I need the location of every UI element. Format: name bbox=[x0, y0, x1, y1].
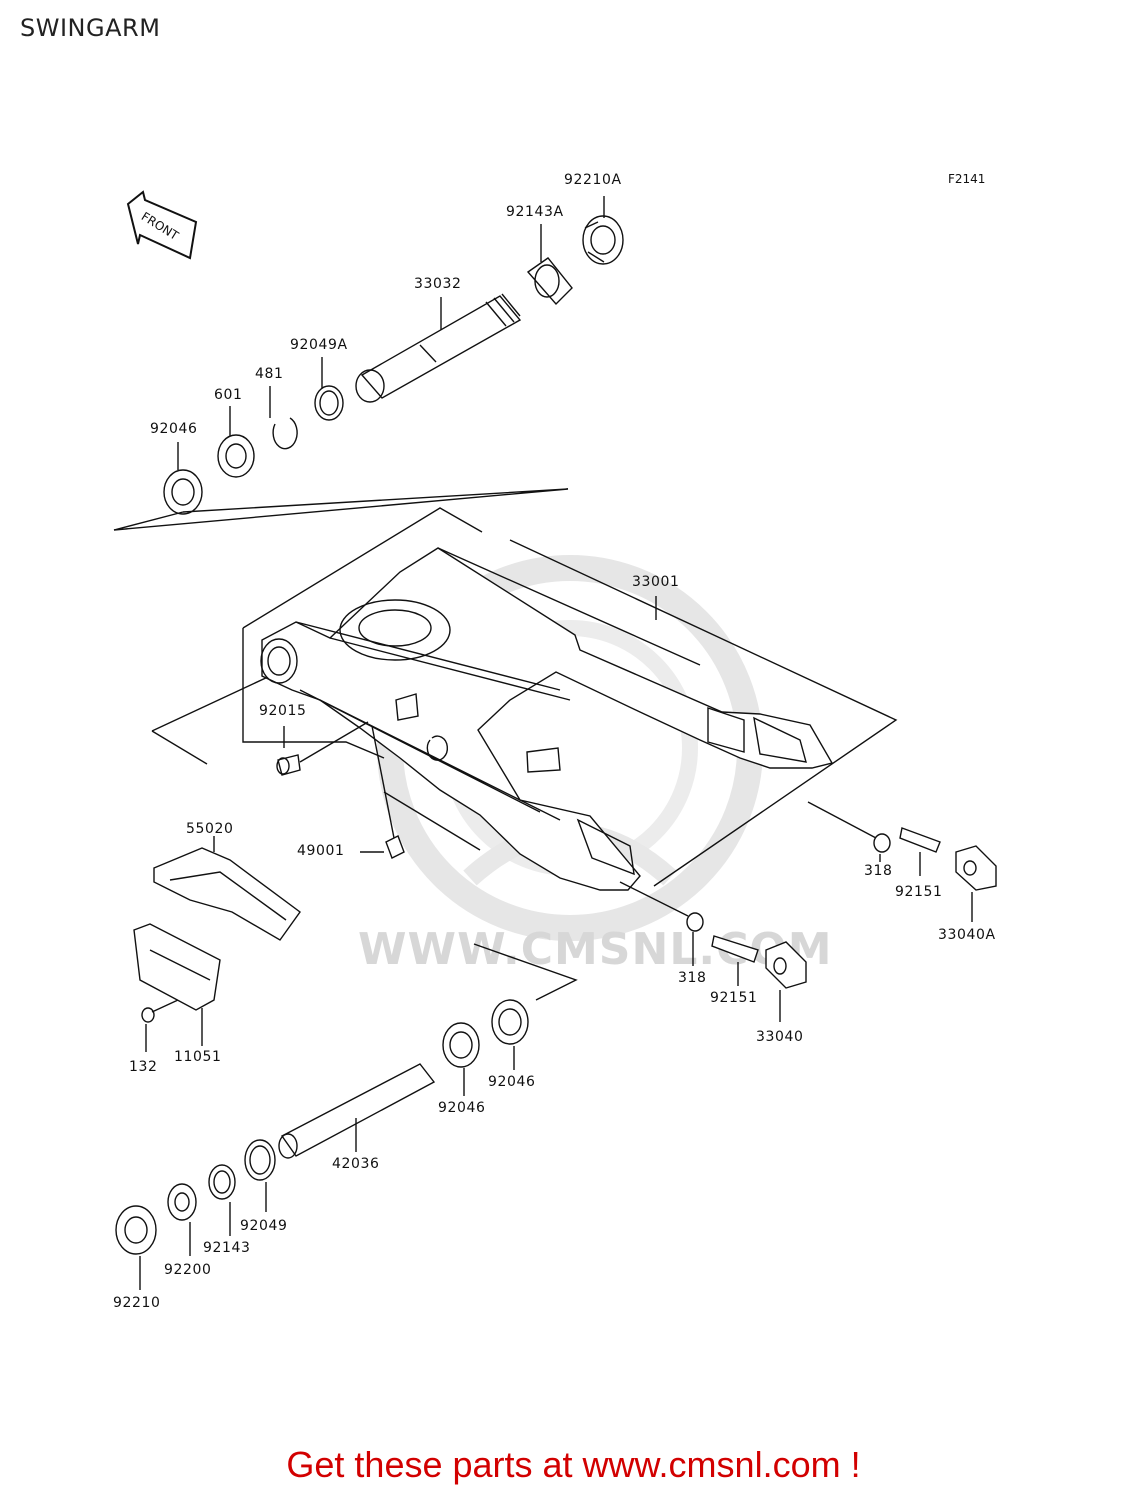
part-label-33040: 33040 bbox=[756, 1029, 804, 1045]
part-92210-shape bbox=[115, 1205, 157, 1290]
part-label-92046-top: 92046 bbox=[150, 421, 198, 437]
part-92049-shape bbox=[244, 1139, 276, 1212]
part-92046-b-shape bbox=[491, 999, 529, 1070]
page-title: SWINGARM bbox=[20, 14, 161, 42]
part-318-right-shape bbox=[807, 801, 891, 862]
part-92046-top-shape bbox=[163, 469, 203, 515]
part-label-92143: 92143 bbox=[203, 1240, 251, 1256]
part-318-lower-shape bbox=[619, 881, 704, 966]
swingarm-33001-shape bbox=[151, 507, 898, 891]
part-92200-shape bbox=[167, 1183, 197, 1256]
part-label-33032: 33032 bbox=[414, 276, 462, 292]
part-55020-shape bbox=[153, 836, 301, 941]
part-label-92046-b: 92046 bbox=[488, 1074, 536, 1090]
part-label-92210: 92210 bbox=[113, 1295, 161, 1311]
part-132-shape bbox=[141, 999, 179, 1052]
part-label-92015: 92015 bbox=[259, 703, 307, 719]
part-92210A-shape bbox=[582, 215, 624, 265]
part-label-92049: 92049 bbox=[240, 1218, 288, 1234]
promo-link[interactable]: Get these parts at www.cmsnl.com ! bbox=[286, 1444, 861, 1485]
part-42036-shape bbox=[278, 1063, 436, 1159]
part-92143-shape bbox=[208, 1164, 236, 1236]
part-label-318-right: 318 bbox=[864, 863, 893, 879]
part-label-33040A: 33040A bbox=[938, 927, 996, 943]
part-label-92200: 92200 bbox=[164, 1262, 212, 1278]
front-arrow-icon: FRONT bbox=[126, 190, 198, 260]
part-label-11051: 11051 bbox=[174, 1049, 222, 1065]
part-33040-shape bbox=[765, 941, 807, 1022]
part-label-92143A: 92143A bbox=[506, 204, 564, 220]
part-92143A-shape bbox=[526, 257, 573, 306]
part-label-92049A: 92049A bbox=[290, 337, 348, 353]
part-label-92046-a: 92046 bbox=[438, 1100, 486, 1116]
part-601-shape bbox=[217, 434, 255, 478]
part-92151-right-shape bbox=[899, 827, 941, 876]
part-92049A-shape bbox=[314, 385, 344, 421]
part-92015-shape bbox=[276, 721, 369, 776]
part-11051-shape bbox=[133, 923, 221, 1046]
part-92151-lower-shape bbox=[711, 935, 759, 986]
part-label-92210A: 92210A bbox=[564, 172, 622, 188]
part-label-601: 601 bbox=[214, 387, 243, 403]
part-481-shape bbox=[272, 417, 298, 450]
part-33040A-shape bbox=[955, 845, 997, 922]
part-label-318-lower: 318 bbox=[678, 970, 707, 986]
part-label-42036: 42036 bbox=[332, 1156, 380, 1172]
part-label-33001: 33001 bbox=[632, 574, 680, 590]
part-label-92151-right: 92151 bbox=[895, 884, 943, 900]
part-label-481: 481 bbox=[255, 366, 284, 382]
part-label-49001: 49001 bbox=[297, 843, 345, 859]
part-49001-shape bbox=[360, 725, 405, 859]
part-33032-shape bbox=[355, 293, 522, 403]
figure-code: F2141 bbox=[948, 172, 986, 186]
part-92046-a-shape bbox=[442, 1022, 480, 1096]
part-label-132: 132 bbox=[129, 1059, 158, 1075]
part-label-92151-lower: 92151 bbox=[710, 990, 758, 1006]
part-label-55020: 55020 bbox=[186, 821, 234, 837]
